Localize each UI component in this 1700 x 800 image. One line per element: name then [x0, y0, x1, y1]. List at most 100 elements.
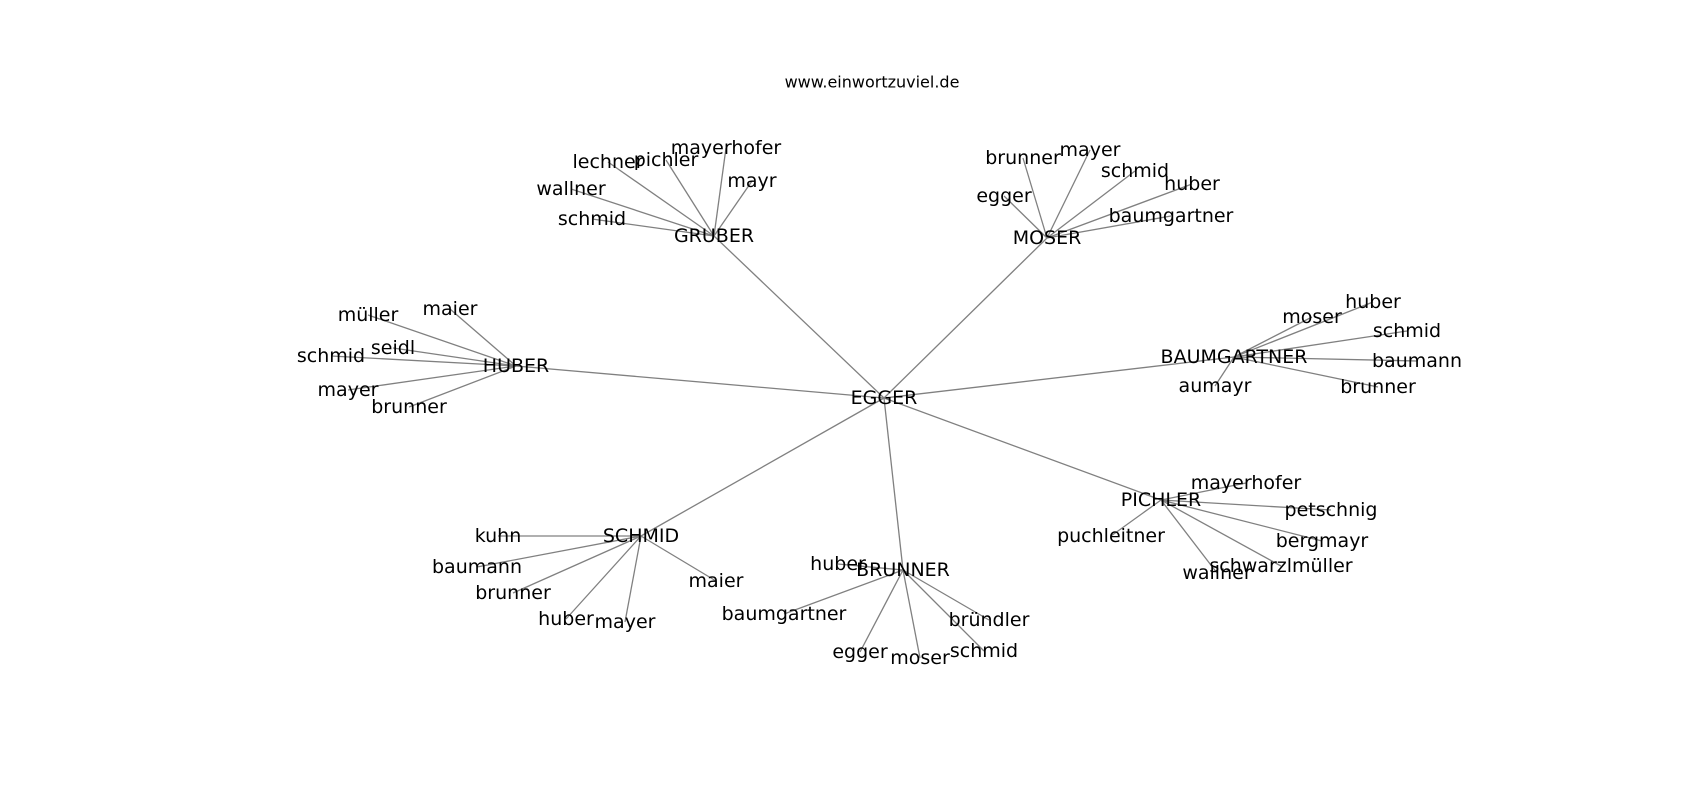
edge-huber-leaf-1 [449, 308, 517, 367]
edge-huber-leaf-5 [408, 365, 517, 408]
edge-moser-leaf-3 [1046, 183, 1193, 239]
edge-moser-leaf-2 [1046, 170, 1136, 239]
edge-gruber-leaf-4 [570, 188, 715, 237]
edge-gruber-leaf-3 [713, 180, 753, 237]
edge-baumgartner-leaf-5 [1233, 356, 1379, 388]
node-leaf-moser-2: schmid [1101, 160, 1169, 182]
node-hub-baumgartner: BAUMGARTNER [1161, 346, 1308, 368]
edge-brunner-leaf-0 [837, 563, 904, 571]
node-leaf-huber-4: mayer [318, 379, 379, 401]
edges-layer [330, 147, 1418, 659]
node-leaf-moser-0: brunner [985, 147, 1061, 169]
edge-brunner-leaf-1 [783, 569, 904, 615]
edge-egger-pichler [883, 397, 1162, 501]
edge-schmid-leaf-1 [476, 535, 642, 568]
node-leaf-huber-2: seidl [371, 337, 415, 359]
edge-gruber-leaf-5 [591, 218, 715, 237]
edge-schmid-leaf-5 [640, 535, 717, 582]
edge-egger-brunner [883, 397, 904, 571]
edge-egger-baumgartner [883, 356, 1235, 399]
node-leaf-moser-3: huber [1164, 173, 1220, 195]
node-leaf-huber-0: müller [338, 304, 399, 326]
edge-pichler-leaf-1 [1160, 499, 1332, 511]
node-leaf-brunner-4: moser [890, 647, 950, 669]
edge-pichler-leaf-4 [1160, 499, 1282, 567]
node-leaf-gruber-2: mayerhofer [671, 137, 782, 159]
node-leaf-baumgartner-1: moser [1282, 306, 1342, 328]
edge-brunner-leaf-4 [902, 569, 921, 659]
node-leaf-pichler-2: puchleitner [1057, 525, 1165, 547]
labels-layer: EGGERGRUBERlechnerpichlermayerhofermayrw… [297, 137, 1462, 669]
node-leaf-gruber-5: schmid [558, 208, 626, 230]
node-leaf-brunner-5: schmid [950, 640, 1018, 662]
edge-baumgartner-leaf-4 [1214, 356, 1235, 387]
edge-egger-gruber [713, 235, 885, 399]
edge-egger-moser [883, 237, 1048, 399]
edge-brunner-leaf-3 [859, 569, 904, 653]
edge-pichler-leaf-2 [1110, 499, 1162, 537]
node-leaf-pichler-0: mayerhofer [1191, 472, 1302, 494]
edge-baumgartner-leaf-2 [1233, 330, 1408, 358]
node-leaf-pichler-5: wallner [1182, 562, 1251, 584]
node-leaf-schmid-0: kuhn [475, 525, 522, 547]
node-leaf-gruber-4: wallner [536, 178, 605, 200]
node-leaf-brunner-0: huber [810, 553, 866, 575]
edge-gruber-leaf-1 [665, 159, 715, 237]
edge-pichler-leaf-0 [1160, 482, 1247, 501]
node-leaf-gruber-0: lechner [573, 151, 644, 173]
edge-moser-leaf-1 [1046, 149, 1091, 239]
node-leaf-baumgartner-0: huber [1345, 291, 1401, 313]
node-leaf-schmid-1: baumann [432, 556, 522, 578]
node-leaf-huber-1: maier [423, 298, 478, 320]
edge-gruber-leaf-0 [607, 161, 715, 237]
node-hub-gruber: GRUBER [674, 225, 754, 247]
node-leaf-huber-3: schmid [297, 345, 365, 367]
node-leaf-huber-5: brunner [371, 396, 447, 418]
edge-moser-leaf-0 [1022, 157, 1048, 239]
edge-huber-leaf-4 [347, 365, 517, 391]
edge-gruber-leaf-2 [713, 147, 727, 237]
node-leaf-baumgartner-5: brunner [1340, 376, 1416, 398]
node-hub-moser: MOSER [1013, 227, 1082, 249]
edge-baumgartner-leaf-0 [1233, 301, 1374, 358]
edge-brunner-leaf-2 [902, 569, 990, 621]
edge-moser-leaf-5 [1046, 215, 1172, 239]
edge-huber-leaf-0 [367, 314, 517, 367]
node-leaf-pichler-1: petschnig [1285, 499, 1378, 521]
edge-brunner-leaf-5 [902, 569, 985, 652]
node-leaf-moser-4: egger [976, 185, 1032, 207]
node-hub-huber: HUBER [483, 355, 549, 377]
node-leaf-brunner-3: egger [832, 641, 888, 663]
edge-baumgartner-leaf-1 [1233, 316, 1313, 358]
edge-schmid-leaf-3 [565, 535, 642, 620]
node-leaf-gruber-1: pichler [634, 149, 699, 171]
node-leaf-pichler-4: schwarzlmüller [1209, 555, 1352, 577]
node-leaf-brunner-1: baumgartner [722, 603, 847, 625]
edge-pichler-leaf-5 [1160, 499, 1218, 574]
edge-egger-huber [515, 365, 885, 399]
edge-schmid-leaf-4 [624, 535, 642, 623]
node-leaf-gruber-3: mayr [727, 170, 776, 192]
node-leaf-brunner-2: bründler [949, 609, 1030, 631]
edge-baumgartner-leaf-3 [1233, 356, 1418, 362]
node-leaf-baumgartner-3: baumann [1372, 350, 1462, 372]
node-leaf-schmid-5: maier [689, 570, 744, 592]
node-leaf-schmid-2: brunner [475, 582, 551, 604]
edge-pichler-leaf-3 [1160, 499, 1323, 542]
edge-huber-leaf-3 [330, 355, 517, 367]
node-leaf-schmid-4: mayer [595, 611, 656, 633]
node-leaf-pichler-3: bergmayr [1276, 530, 1369, 552]
edge-huber-leaf-2 [392, 347, 517, 367]
node-leaf-moser-1: mayer [1060, 139, 1121, 161]
node-hub-pichler: PICHLER [1121, 489, 1201, 511]
edge-schmid-leaf-2 [512, 535, 642, 594]
node-leaf-baumgartner-4: aumayr [1179, 375, 1252, 397]
edge-moser-leaf-4 [1003, 195, 1048, 239]
node-leaf-schmid-3: huber [538, 608, 594, 630]
node-hub-schmid: SCHMID [603, 525, 679, 547]
edge-egger-schmid [640, 397, 885, 537]
node-leaf-baumgartner-2: schmid [1373, 320, 1441, 342]
node-hub-brunner: BRUNNER [856, 559, 950, 581]
